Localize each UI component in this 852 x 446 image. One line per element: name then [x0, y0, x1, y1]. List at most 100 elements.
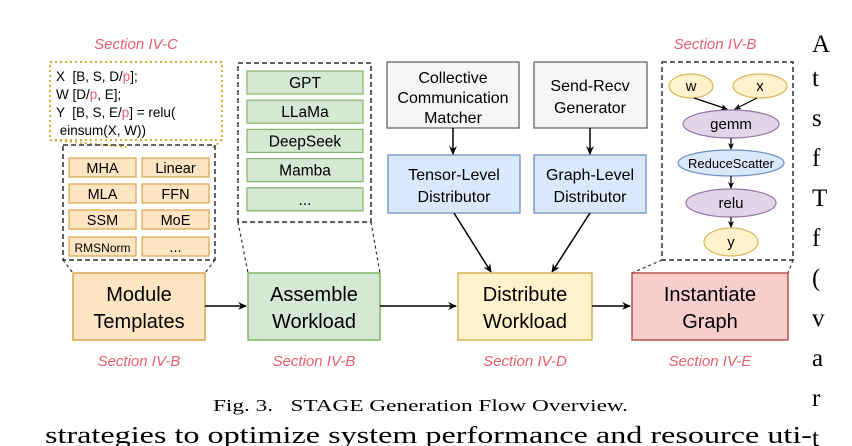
graph-distributor-label-2: Distributor — [554, 189, 628, 206]
assemble-workload-section-label: Section IV-B — [273, 353, 356, 370]
instantiate-graph-label-2: Graph — [682, 311, 738, 333]
graph-node-label: relu — [718, 195, 743, 212]
graph-level-distributor-box — [533, 154, 647, 214]
code-text: , E]; — [97, 87, 121, 102]
callout-line — [237, 221, 249, 274]
module-label: SSM — [87, 213, 118, 229]
generator-label-1: Send-Recv — [550, 78, 629, 95]
distribute-workload-label-1: Distribute — [483, 284, 567, 306]
arrow-tensor-to-distribute — [453, 212, 492, 273]
model-label: LLaMa — [281, 104, 329, 121]
module-label: MLA — [88, 187, 118, 203]
callout-line — [204, 259, 216, 274]
code-snippet: X [B, S, D/p];W [D/p, E];Y [B, S, E/p] =… — [56, 69, 176, 138]
tensor-distributor-label-1: Tensor-Level — [408, 167, 500, 184]
graph-node-label: y — [727, 234, 735, 251]
code-snippet-box — [49, 61, 223, 141]
assemble-workload-label-2: Workload — [272, 311, 356, 333]
module-cell — [68, 157, 137, 178]
right-column-fragment: t — [812, 65, 819, 92]
code-line: X [B, S, D/p]; — [56, 69, 138, 84]
code-text: X [B, S, D/ — [56, 69, 123, 84]
matcher-label-3: Matcher — [424, 110, 482, 127]
section-label-code: Section IV-C — [94, 36, 178, 53]
send-recv-generator-box — [533, 61, 648, 129]
graph-node-y — [703, 227, 759, 257]
code-text: einsum(X, W)) — [56, 123, 146, 138]
assemble-workload-label-1: Assemble — [270, 284, 358, 306]
edge-x-gemm — [734, 97, 758, 110]
graph-node-label: gemm — [710, 116, 752, 133]
module-label: MoE — [161, 213, 191, 229]
right-column-fragment: t — [812, 425, 819, 446]
graph-example-box — [661, 61, 794, 261]
callout-line — [62, 259, 74, 274]
graph-node-label: x — [756, 78, 764, 95]
model-list: GPTLLaMaDeepSeekMamba... — [246, 70, 364, 212]
model-item — [246, 158, 364, 183]
module-cell — [68, 183, 137, 204]
module-label: ... — [169, 240, 181, 256]
callout-line — [211, 139, 223, 149]
arrow-graph-to-distribute — [551, 212, 591, 273]
module-templates-box — [72, 272, 206, 341]
partition-param: p — [123, 69, 131, 84]
right-column-fragment: A — [812, 31, 830, 58]
callout-line — [49, 139, 129, 148]
tensor-distributor-label-2: Distributor — [418, 189, 492, 206]
module-templates-section-label: Section IV-B — [98, 353, 181, 370]
callout-line — [370, 221, 381, 274]
right-column-fragment: T — [812, 185, 827, 212]
section-label-graph: Section IV-B — [674, 36, 757, 53]
instantiate-graph-box — [631, 272, 789, 341]
module-templates-label-1: Module — [106, 284, 172, 306]
module-cell — [141, 183, 210, 204]
distribute-workload-section-label: Section IV-D — [483, 353, 567, 370]
model-label: Mamba — [279, 163, 331, 180]
code-line: Y [B, S, E/p] = relu( — [56, 105, 176, 120]
matcher-label-1: Collective — [418, 70, 487, 87]
module-label: FFN — [161, 187, 189, 203]
generator-label-2: Generator — [554, 100, 627, 117]
module-cell — [68, 236, 137, 257]
right-column-fragment: ( — [812, 265, 820, 292]
right-column-fragment: f — [812, 145, 821, 172]
model-list-box — [237, 62, 372, 223]
model-item — [246, 99, 364, 124]
right-column-fragment: s — [812, 105, 822, 132]
distribute-workload-box — [457, 272, 593, 341]
module-label: Linear — [155, 161, 195, 177]
module-templates-label-2: Templates — [93, 311, 184, 333]
right-column-fragment: a — [812, 345, 823, 372]
code-line: W [D/p, E]; — [56, 87, 121, 102]
module-label: MHA — [86, 161, 119, 177]
graph-distributor-label-1: Graph-Level — [546, 167, 634, 184]
code-text: Y [B, S, E/ — [56, 105, 122, 120]
callout-line — [631, 259, 663, 274]
graph-node-label: w — [685, 78, 697, 95]
module-cell — [68, 209, 137, 230]
graph-node-x — [732, 73, 788, 99]
right-column-fragment: r — [812, 385, 821, 412]
instantiate-graph-section-label: Section IV-E — [669, 353, 753, 370]
module-cell — [141, 157, 210, 178]
code-text: W [D/ — [56, 87, 90, 102]
module-cell — [141, 236, 210, 257]
right-column-fragment: v — [812, 305, 825, 332]
module-label: RMSNorm — [75, 241, 131, 255]
code-line: einsum(X, W)) — [56, 123, 146, 138]
tensor-level-distributor-box — [387, 154, 521, 214]
model-item — [246, 70, 364, 95]
code-text: ] = relu( — [129, 105, 176, 120]
distribute-workload-label-2: Workload — [483, 311, 567, 333]
partition-param: p — [122, 105, 130, 120]
model-item — [246, 187, 364, 212]
code-text: ]; — [130, 69, 138, 84]
collective-communication-matcher-box — [386, 61, 520, 129]
edge-w-gemm — [693, 97, 728, 110]
model-item — [246, 128, 364, 153]
